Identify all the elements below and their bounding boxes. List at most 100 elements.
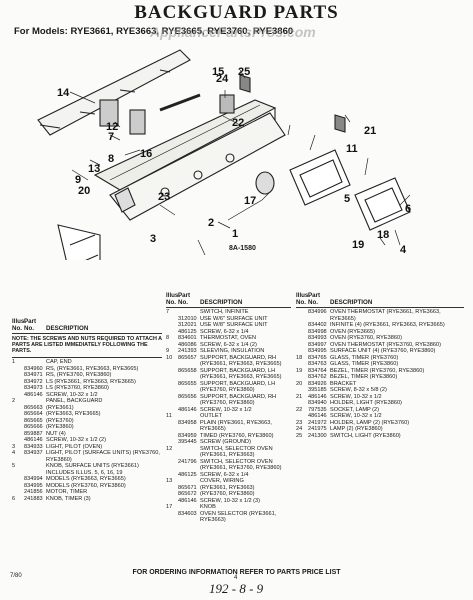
part-number: 865656 [178, 393, 197, 400]
callout-24: 24 [216, 73, 229, 85]
callout-5: 5 [344, 193, 350, 205]
part-description: LS (RYE3661, RYE3663, RYE3665) [46, 378, 136, 385]
illus-number: 25 [296, 432, 303, 439]
illus-number: 10 [166, 354, 173, 361]
callout-25: 25 [238, 66, 250, 78]
part-description: INFINITE (4) (RYE3661, RYE3663, RYE3665) [330, 322, 445, 328]
part-description: MODELS (RYE3663, RYE3665) [46, 476, 126, 482]
part-description: SCREW, 10-32 x 1/2 [330, 393, 382, 400]
part-number: 486146 [308, 413, 327, 419]
header-illus: Illus. [166, 292, 181, 299]
part-description: (RYE3760, RYE3860) [200, 491, 255, 497]
part-description: BRACKET [330, 380, 357, 387]
part-description: SCREW, 10-32 x 1/2 (2) [46, 437, 106, 443]
illus-number: 7 [166, 309, 170, 315]
part-number: 834958 [178, 419, 197, 426]
header-description: DESCRIPTION [330, 299, 373, 306]
part-number: 486146 [24, 391, 43, 398]
callout-13: 13 [88, 163, 100, 175]
part-number: 241796 [178, 458, 197, 465]
header-part-no: No. [308, 299, 318, 306]
part-description: SCREW, 10-32 x 1/2 (3) [200, 497, 260, 504]
part-number: 395445 [178, 439, 197, 445]
part-number: 834765 [308, 354, 327, 361]
part-description: SCREW, 6-32 x 1/4 [200, 471, 249, 478]
callout-12: 12 [106, 121, 118, 133]
part-description: KNOB, TIMER (3) [46, 495, 91, 502]
part-description: OVEN THERMOSTAT (RYE3661, RYE3663, RYE36… [330, 309, 441, 322]
part-description: PANEL, BACKGUARD [46, 398, 103, 404]
illus-number [166, 368, 178, 381]
part-description: (RYE3760) [46, 417, 74, 424]
part-description: (RYE3663, RYE3665) [46, 411, 101, 417]
callout-6: 6 [405, 203, 411, 215]
illus-number: 19 [296, 367, 303, 374]
parts-row: 865671(RYE3661, RYE3663) [166, 485, 291, 492]
header-part-no: No. [24, 325, 34, 332]
illus-number: 5 [12, 463, 16, 469]
parts-column-1: Illus. Part No. No. DESCRIPTION NOTE: TH… [12, 318, 162, 502]
part-description: SUPPORT, BACKGUARD, RH (RYE3661, RYE3663… [200, 354, 282, 368]
column-3-header: Illus. Part No. No. DESCRIPTION [296, 292, 464, 306]
parts-row: 865666(RYE3860) [12, 424, 162, 431]
part-description: LIGHT, PILOT (OVEN) [46, 443, 103, 450]
part-number: 486086 [178, 341, 197, 348]
part-description: SCREW, 10-32 x 1/2 [46, 391, 98, 398]
part-description: OVEN (RYE3760, RYE3860) [330, 335, 402, 341]
part-description: CAP, END [46, 359, 72, 365]
header-no: No. [166, 299, 176, 306]
header-no: No. [12, 325, 22, 332]
illus-number: 9 [166, 348, 170, 354]
part-number: 865666 [24, 424, 43, 430]
callout-2: 2 [208, 217, 214, 229]
part-description: RS, (RYE3760, RYE3860) [46, 372, 112, 378]
header-part: Part [308, 292, 321, 299]
callout-8: 8 [108, 153, 114, 165]
illus-number: 20 [296, 380, 303, 387]
part-number [178, 446, 200, 459]
part-description: SCREW, 6-32 x 1/4 (2) [200, 341, 257, 348]
part-number: 834764 [308, 367, 327, 374]
illus-number: 13 [166, 478, 173, 484]
exploded-view-diagram: 1234567891011121314151617181920212223242… [37, 49, 411, 260]
illus-number: 2 [12, 398, 16, 404]
part-number: 834972 [24, 378, 43, 385]
illus-number: 23 [296, 419, 303, 426]
part-number: 241393 [178, 348, 197, 354]
header-part-no: No. [178, 299, 188, 306]
part-number: 834995 [308, 348, 327, 354]
illus-number: 11 [166, 413, 172, 419]
part-description: GLASS, TIMER (RYE3760) [330, 354, 399, 361]
part-description: SURFACE UNIT (4) (RYE3760, RYE3860) [330, 348, 436, 354]
print-date: 7/80 [10, 573, 22, 579]
callout-10: 10 [96, 259, 108, 260]
illus-number [166, 420, 178, 433]
part-number: 241856 [24, 489, 43, 495]
part-description: HOLDER, LIGHT (RYE3860) [330, 400, 402, 406]
part-description: MOTOR, TIMER [46, 489, 88, 495]
header-part: Part [178, 292, 191, 299]
header-illus: Illus. [296, 292, 311, 299]
callout-15: 15 [212, 66, 224, 78]
handwritten-note: 192 - 8 - 9 [209, 581, 264, 596]
illus-number [166, 394, 178, 407]
